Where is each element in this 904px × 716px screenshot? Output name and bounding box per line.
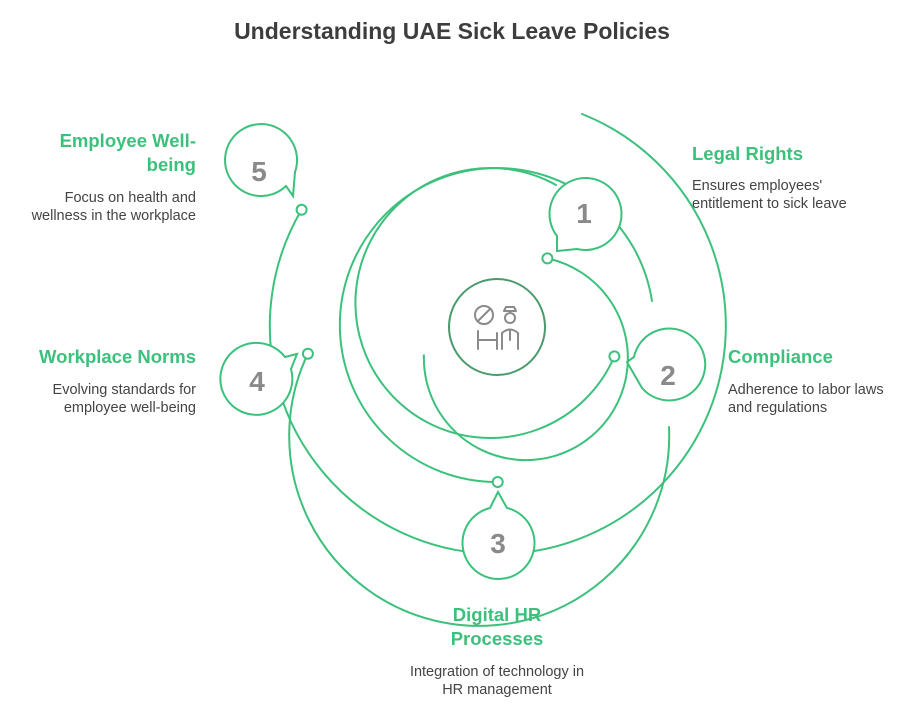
item-5-description: Focus on health and wellness in the work… [31, 190, 196, 224]
item-5-title: Employee Well- being [59, 130, 196, 175]
connector-dot-4 [301, 347, 314, 360]
item-2-description: Adherence to labor laws and regulations [728, 382, 884, 416]
page-title: Understanding UAE Sick Leave Policies [234, 18, 670, 44]
connector-dot-2 [608, 350, 621, 363]
connector-dot-1 [541, 252, 554, 265]
badge-5 [224, 123, 298, 199]
badge-4 [219, 341, 299, 416]
badge-3 [461, 489, 536, 580]
badge-2 [625, 327, 707, 402]
badge-number-1: 1 [576, 198, 592, 229]
item-4-description: Evolving standards for employee well-bei… [52, 382, 196, 416]
ring-1-arc [422, 257, 629, 462]
center-circle [448, 278, 546, 376]
item-3-description: Integration of technology in HR manageme… [409, 664, 585, 698]
item-4-title: Workplace Norms [39, 346, 196, 367]
badge-number-4: 4 [249, 366, 265, 397]
item-1-description: Ensures employees' entitlement to sick l… [692, 178, 847, 212]
hr-policy-icon [474, 305, 519, 350]
badge-number-5: 5 [251, 156, 267, 187]
connector-dot-3 [491, 476, 504, 488]
connector-dot-5 [295, 203, 308, 216]
item-3-title: Digital HR Processes [450, 604, 544, 649]
badge-number-2: 2 [660, 360, 676, 391]
item-1-title: Legal Rights [692, 143, 804, 164]
badge-number-3: 3 [490, 528, 506, 559]
item-2-title: Compliance [728, 346, 833, 367]
badge-1 [548, 177, 623, 253]
ring-4-arc [288, 352, 671, 627]
